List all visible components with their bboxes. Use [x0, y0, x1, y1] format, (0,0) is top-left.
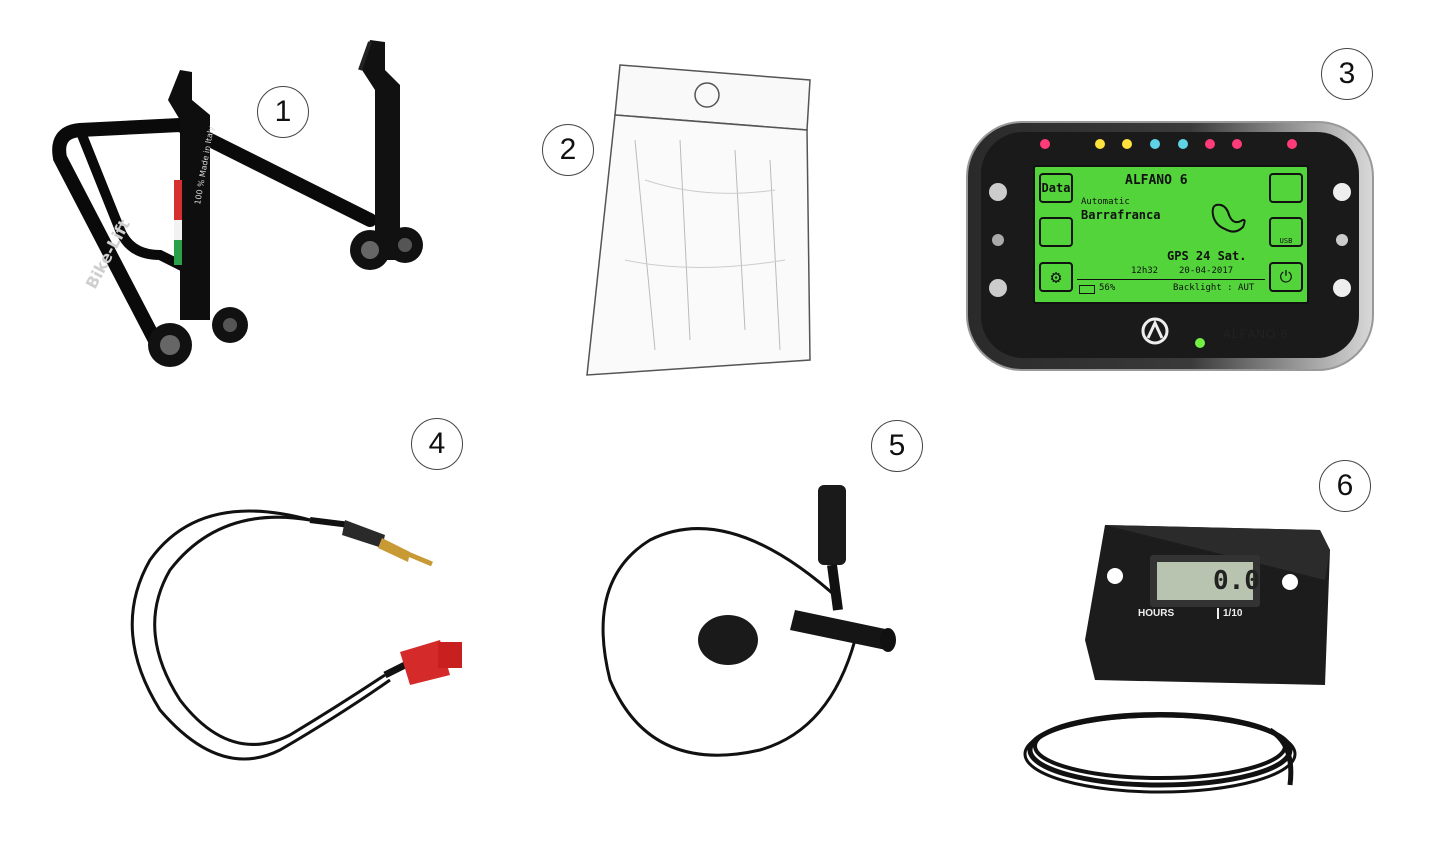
item-number-badge: 6: [1319, 460, 1371, 512]
bluetooth-usb-button[interactable]: USB: [1269, 217, 1303, 247]
mode-text: Automatic: [1081, 197, 1130, 207]
stand-wheel: [350, 230, 390, 270]
power-icon[interactable]: ⏻: [1269, 262, 1303, 292]
battery-icon: [1079, 285, 1095, 294]
meter-label-resolution: 1/10: [1217, 608, 1242, 619]
track-button[interactable]: [1039, 217, 1073, 247]
stand-wheel: [148, 323, 192, 367]
track-name: Barrafranca: [1081, 208, 1161, 222]
shift-led: [1040, 139, 1050, 149]
hour-meter-icon: 0.0 HOURS 1/10: [1085, 520, 1335, 690]
meter-display: 0.0: [1213, 566, 1260, 596]
item-number-badge: 4: [411, 418, 463, 470]
stand-wheel: [212, 307, 248, 343]
rubber-grommet: [698, 615, 758, 665]
data-button[interactable]: Data: [1039, 173, 1073, 203]
item-number-badge: 5: [871, 420, 923, 472]
screen-title: ALFANO 6: [1125, 173, 1188, 188]
alfano-logo-icon: [1141, 317, 1169, 345]
memory-button[interactable]: [1269, 173, 1303, 203]
shift-led: [1287, 139, 1297, 149]
lap-timer-icon: Data ⚙ ALFANO 6 Automatic Barrafranca GP…: [965, 120, 1375, 372]
item-number-badge: 3: [1321, 48, 1373, 100]
track-map-icon: [1211, 203, 1246, 233]
clock-time: 12h32: [1131, 266, 1159, 276]
shift-led: [1178, 139, 1188, 149]
coiled-wire-icon: [1023, 712, 1297, 794]
shift-led: [1232, 139, 1242, 149]
shift-led: [1122, 139, 1132, 149]
battery-level: 56%: [1099, 283, 1116, 293]
timer-screen: Data ⚙ ALFANO 6 Automatic Barrafranca GP…: [1033, 165, 1309, 304]
shift-led: [1205, 139, 1215, 149]
meter-label-hours: HOURS: [1138, 608, 1175, 619]
sensor-cable-icon: [601, 485, 896, 757]
shift-led: [1150, 139, 1160, 149]
shift-led: [1095, 139, 1105, 149]
plastic-bag-icon: [586, 64, 811, 376]
stand-wheel: [387, 227, 423, 263]
gear-icon[interactable]: ⚙: [1039, 262, 1073, 292]
gps-status: GPS 24 Sat.: [1167, 249, 1247, 263]
usb-label: USB: [1279, 237, 1293, 245]
paddock-stand-icon: 100 % Made in Italy Bike-Lift: [52, 40, 423, 367]
backlight-status: Backlight : AUT: [1173, 283, 1255, 293]
device-brand-label: ALFANO 6: [1223, 327, 1289, 341]
item-number-badge: 1: [257, 86, 309, 138]
item-number-badge: 2: [542, 124, 594, 176]
clock-date: 20-04-2017: [1179, 266, 1234, 276]
temperature-sensor-icon: [130, 509, 462, 761]
status-led: [1195, 338, 1205, 348]
